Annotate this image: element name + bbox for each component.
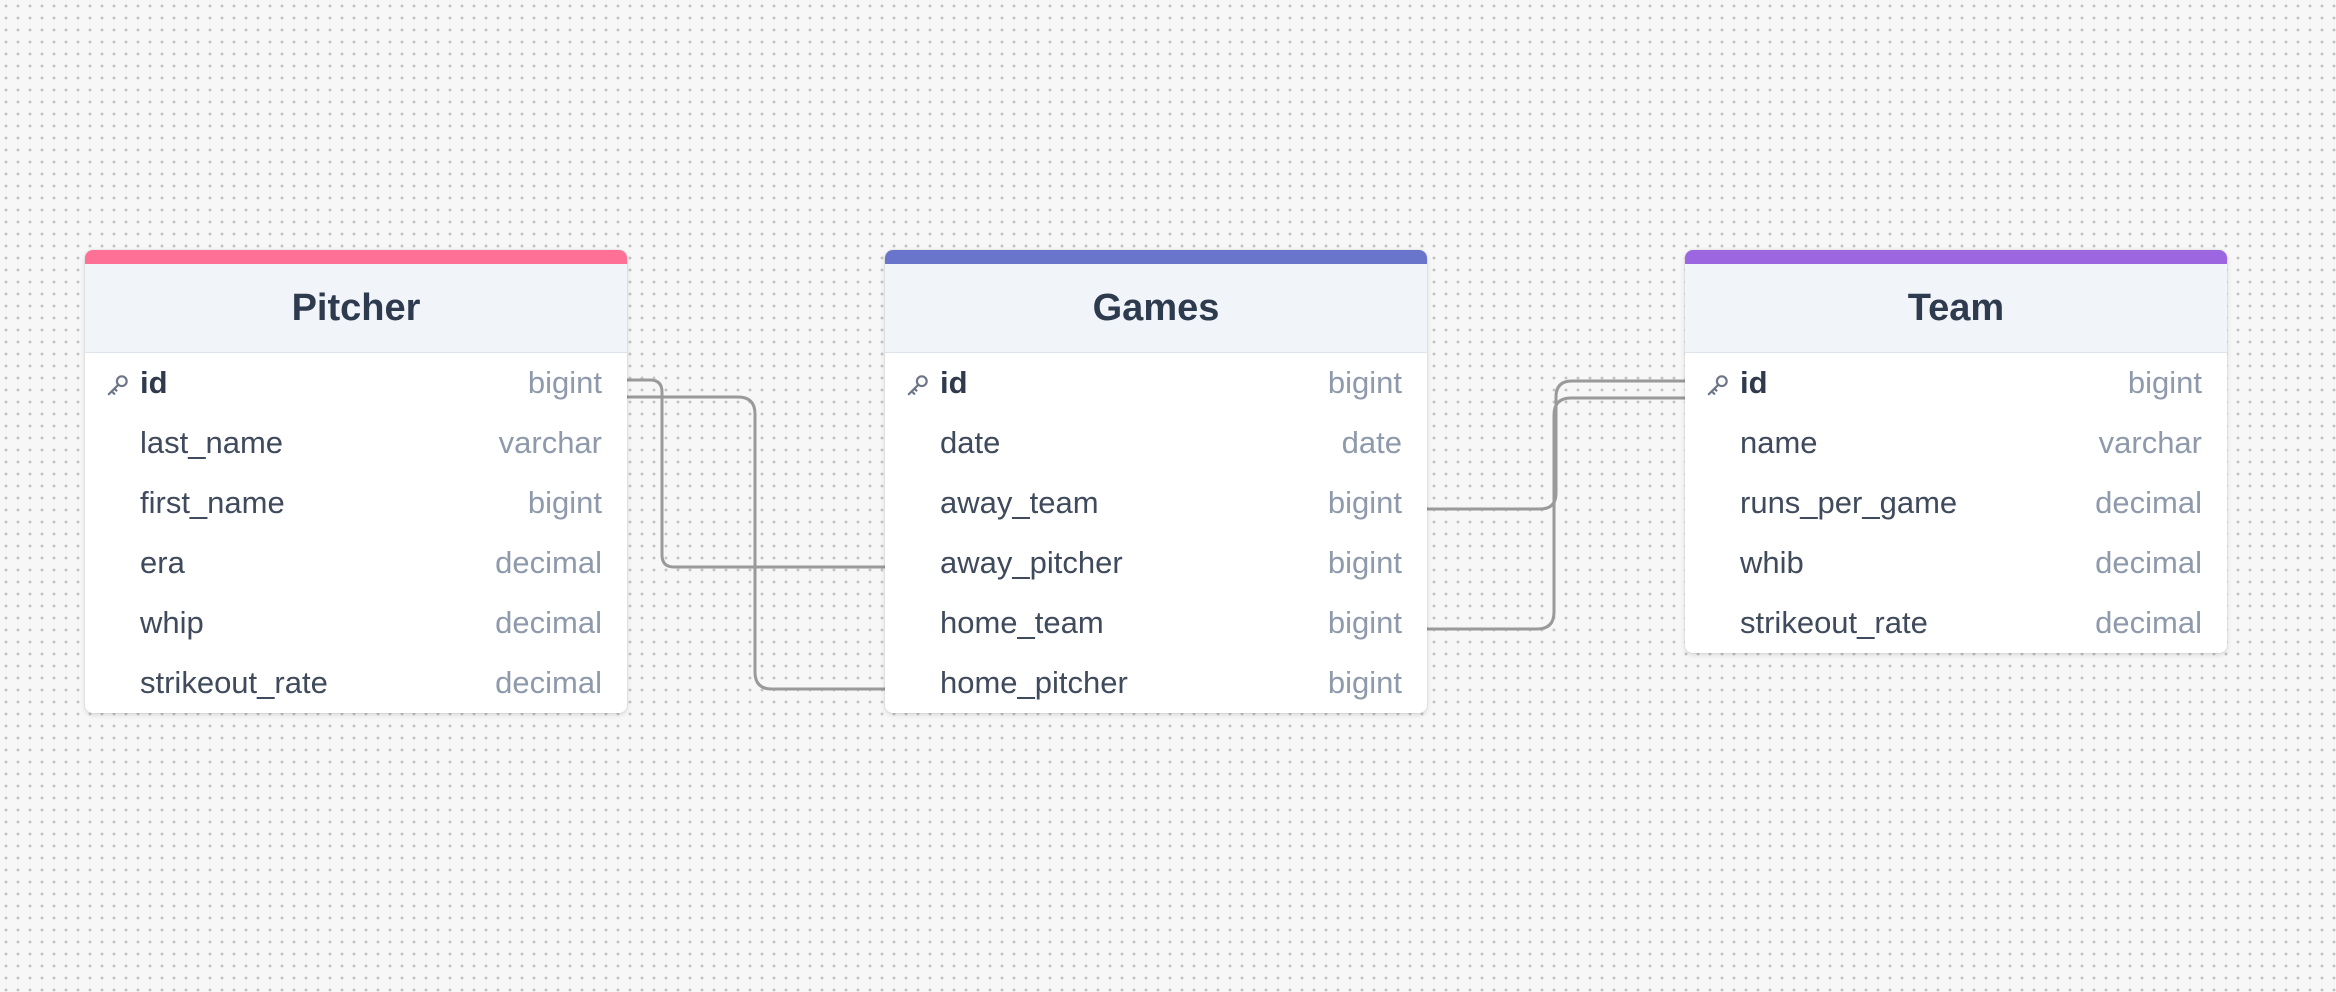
field-type: bigint — [1327, 665, 1402, 700]
table-title[interactable]: Team — [1685, 264, 2227, 353]
relationship-line-away-team[interactable] — [1427, 379, 1685, 511]
field-name: id — [940, 365, 968, 400]
field-name: away_pitcher — [940, 545, 1123, 580]
field-name: away_team — [940, 485, 1099, 520]
field-type: bigint — [1327, 605, 1402, 640]
field-type: bigint — [2127, 365, 2202, 400]
field-row-away-team[interactable]: away_team bigint — [885, 473, 1427, 533]
field-type: varchar — [498, 425, 602, 460]
field-row-date[interactable]: date date — [885, 413, 1427, 473]
field-row-home-team[interactable]: home_team bigint — [885, 593, 1427, 653]
field-row-away-pitcher[interactable]: away_pitcher bigint — [885, 533, 1427, 593]
field-name: first_name — [140, 485, 285, 520]
field-name: id — [140, 365, 168, 400]
field-row-first-name[interactable]: first_name bigint — [85, 473, 627, 533]
relationship-line-home-pitcher[interactable] — [627, 395, 885, 691]
field-row-whip[interactable]: whip decimal — [85, 593, 627, 653]
table-accent-bar — [885, 250, 1427, 264]
field-name: runs_per_game — [1740, 485, 1958, 520]
field-type: bigint — [527, 365, 602, 400]
field-type: decimal — [495, 545, 602, 580]
field-name: whip — [140, 605, 204, 640]
field-type: decimal — [495, 605, 602, 640]
field-type: decimal — [2095, 485, 2202, 520]
field-type: bigint — [1327, 545, 1402, 580]
field-name: date — [940, 425, 1001, 460]
field-name: home_team — [940, 605, 1104, 640]
field-row-last-name[interactable]: last_name varchar — [85, 413, 627, 473]
field-name: id — [1740, 365, 1768, 400]
table-title[interactable]: Games — [885, 264, 1427, 353]
field-name: last_name — [140, 425, 284, 460]
table-title[interactable]: Pitcher — [85, 264, 627, 353]
field-row-home-pitcher[interactable]: home_pitcher bigint — [885, 653, 1427, 713]
field-row-strikeout-rate[interactable]: strikeout_rate decimal — [1685, 593, 2227, 653]
relationship-line-away-pitcher[interactable] — [627, 378, 885, 569]
field-type: varchar — [2098, 425, 2202, 460]
field-row-id[interactable]: id bigint — [85, 353, 627, 413]
field-type: decimal — [495, 665, 602, 700]
key-icon — [1707, 375, 1728, 396]
field-row-strikeout-rate[interactable]: strikeout_rate decimal — [85, 653, 627, 713]
field-type: date — [1341, 425, 1402, 460]
field-name: name — [1740, 425, 1818, 460]
field-type: decimal — [2095, 545, 2202, 580]
field-name: whib — [1740, 545, 1804, 580]
field-name: strikeout_rate — [1740, 605, 1928, 640]
field-type: bigint — [1327, 485, 1402, 520]
field-row-name[interactable]: name varchar — [1685, 413, 2227, 473]
key-icon — [107, 375, 128, 396]
table-games[interactable]: Games id bigint date date away_team bigi… — [885, 250, 1427, 713]
key-icon — [907, 375, 928, 396]
table-team[interactable]: Team id bigint name varchar runs_per_gam… — [1685, 250, 2227, 653]
field-type: decimal — [2095, 605, 2202, 640]
field-row-id[interactable]: id bigint — [885, 353, 1427, 413]
table-accent-bar — [85, 250, 627, 264]
table-pitcher[interactable]: Pitcher id bigint last_name varchar firs… — [85, 250, 627, 713]
relationship-line-home-team[interactable] — [1427, 396, 1685, 631]
field-name: home_pitcher — [940, 665, 1128, 700]
field-type: bigint — [527, 485, 602, 520]
field-name: strikeout_rate — [140, 665, 328, 700]
field-row-runs-per-game[interactable]: runs_per_game decimal — [1685, 473, 2227, 533]
table-accent-bar — [1685, 250, 2227, 264]
field-type: bigint — [1327, 365, 1402, 400]
field-name: era — [140, 545, 185, 580]
field-row-id[interactable]: id bigint — [1685, 353, 2227, 413]
field-row-era[interactable]: era decimal — [85, 533, 627, 593]
field-row-whib[interactable]: whib decimal — [1685, 533, 2227, 593]
